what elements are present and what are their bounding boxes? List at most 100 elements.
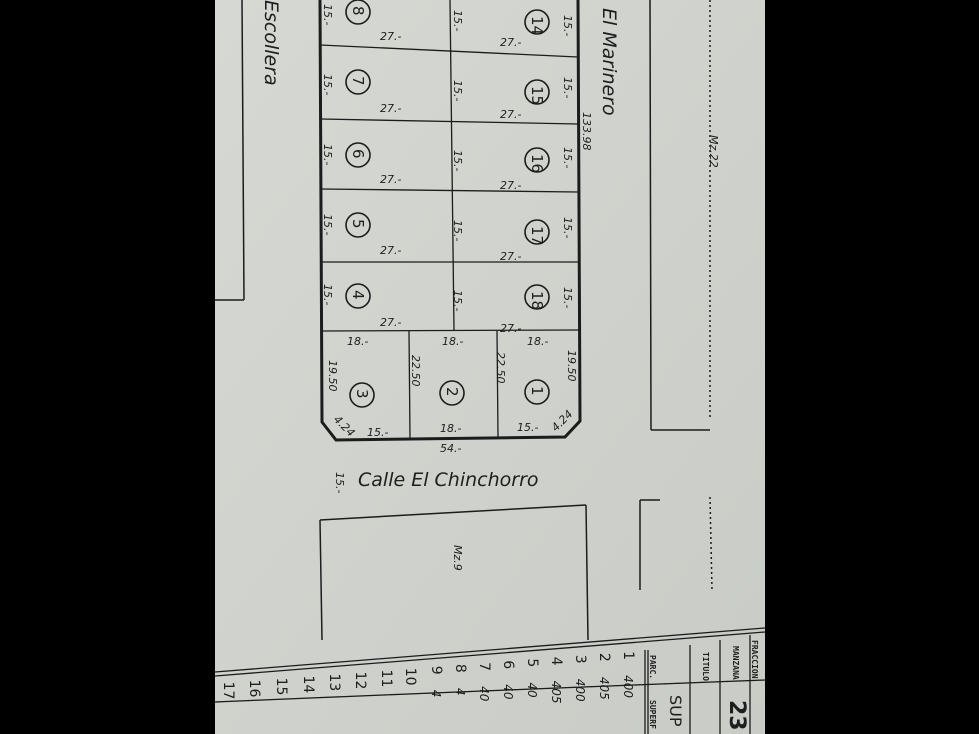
table-parcel-number: 3 [572, 655, 588, 664]
lot-side-label: 19.50 [565, 350, 578, 382]
lot-marker[interactable]: 15 [524, 79, 550, 105]
table-parcel-number: 9 [428, 666, 444, 675]
front-label: 15.- [561, 77, 574, 98]
header-fraccion: FRACCION [750, 640, 759, 679]
front-label: 15.- [451, 10, 464, 31]
table-parcel-number: 14 [300, 676, 316, 694]
right-dark-margin [765, 0, 979, 734]
header-manzana: MANZANA [731, 646, 740, 680]
lot-number: 14 [528, 16, 546, 35]
table-superficie: 405 [597, 677, 611, 700]
lot-circle [524, 79, 550, 105]
lot-width-label: 18.- [347, 335, 368, 348]
lot-number: 17 [528, 226, 546, 245]
lot-side-label: 22.50 [409, 355, 422, 387]
table-parcel-number: 17 [220, 682, 236, 700]
lot-number: 8 [349, 6, 367, 16]
lot-marker[interactable]: 14 [524, 9, 550, 35]
lot-marker[interactable]: 16 [524, 147, 550, 173]
lot-marker[interactable]: 5 [345, 212, 371, 238]
header-titulo: TITULO [701, 652, 710, 681]
table-parcel-number: 8 [452, 664, 468, 673]
block-manzana-23 [318, 0, 582, 442]
front-label: 15.- [561, 147, 574, 168]
table-parcel-number: 13 [326, 674, 342, 692]
header-sup: SUP [666, 695, 685, 727]
lot-marker[interactable]: 4 [345, 283, 371, 309]
lot-circle [524, 219, 550, 245]
table-superficie: 4 [429, 690, 443, 698]
lot-marker[interactable]: 2 [439, 380, 465, 406]
table-parcel-number: 16 [246, 680, 262, 698]
lot-circle [345, 212, 371, 238]
lot-circle [345, 0, 371, 25]
depth-label: 27.- [500, 322, 521, 335]
depth-label: 27.- [500, 179, 521, 192]
lot-marker[interactable]: 3 [349, 382, 375, 408]
paper-sheet [215, 0, 765, 734]
front-label: 15.- [451, 290, 464, 311]
header-parc: PARC. [648, 655, 657, 679]
street-width-label: 15.- [333, 472, 346, 493]
front-label: 15.- [451, 80, 464, 101]
lot-circle [345, 69, 371, 95]
front-label: 15.- [561, 287, 574, 308]
total-length-label: 133.98 [580, 112, 593, 151]
lot-side-label: 19.50 [326, 360, 339, 392]
lot-marker[interactable]: 7 [345, 69, 371, 95]
lot-circle [345, 142, 371, 168]
lot-width-label: 18.- [442, 335, 463, 348]
lot-marker[interactable]: 1 [524, 379, 550, 405]
street-escollera: Escollera [260, 0, 282, 86]
lot-marker[interactable]: 18 [524, 284, 550, 310]
depth-label: 27.- [500, 108, 521, 121]
lot-number: 16 [528, 154, 546, 173]
lot-number: 4 [349, 290, 367, 300]
street-lines [215, 0, 713, 641]
depth-label: 27.- [380, 173, 401, 186]
manzana-value: 23 [724, 700, 749, 731]
lot-marker[interactable]: 6 [345, 142, 371, 168]
lot-circle [524, 147, 550, 173]
street-calle-el-chinchorro: Calle El Chinchorro [358, 469, 539, 491]
lot-number: 6 [349, 149, 367, 159]
table-parcel-number: 4 [548, 657, 564, 666]
lot-number: 18 [528, 291, 546, 310]
table-parcel-number: 7 [476, 662, 492, 671]
front-label: 15.- [451, 220, 464, 241]
lot-number: 7 [349, 76, 367, 86]
front-label: 15.- [321, 144, 334, 165]
lot-front-label: 15.- [517, 421, 538, 434]
street-el-marinero: El Marinero [598, 8, 620, 116]
lot-number: 15 [528, 86, 546, 105]
front-label: 15.- [321, 4, 334, 25]
lot-circle [524, 379, 550, 405]
lot-circle [439, 380, 465, 406]
table-superficie: 400 [573, 679, 587, 702]
lot-marker[interactable]: 17 [524, 219, 550, 245]
front-label: 15.- [321, 284, 334, 305]
depth-label: 27.- [380, 316, 401, 329]
table-parcel-number: 2 [596, 653, 612, 662]
lot-width-label: 18.- [527, 335, 548, 348]
header-superf: SUPERF [648, 700, 657, 729]
table-parcel-number: 1 [620, 651, 636, 660]
table-superficie: 4 [453, 688, 467, 696]
lot-markers: 8 7 6 5 4 14 15 16 17 18 3 2 1 [345, 0, 550, 408]
dimension-labels: 27.-27.-27.-27.-27.-27.-27.-27.-27.-27.-… [321, 4, 578, 439]
lot-circle [524, 284, 550, 310]
table-superficie: 405 [549, 681, 563, 704]
table-parcel-number: 15 [273, 678, 289, 696]
table-superficie: 40 [525, 682, 539, 698]
table-parcel-number: 11 [378, 670, 394, 688]
front-label: 15.- [561, 217, 574, 238]
lot-marker[interactable]: 8 [345, 0, 371, 25]
table-parcel-number: 12 [352, 672, 368, 690]
block-label-mz22: Mz.22 [707, 135, 720, 168]
table-superficie: 40 [501, 684, 515, 700]
table-parcel-number: 5 [524, 658, 540, 667]
depth-label: 27.- [380, 30, 401, 43]
depth-label: 27.- [500, 36, 521, 49]
lot-front-label: 15.- [367, 426, 388, 439]
